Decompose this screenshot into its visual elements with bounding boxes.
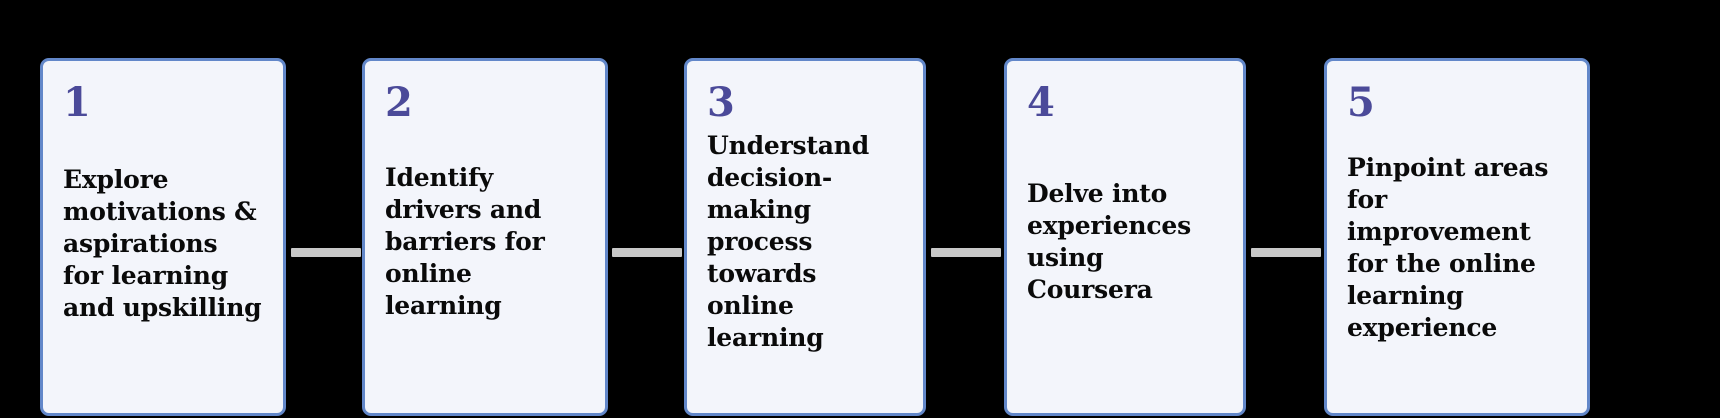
step-text-5: Pinpoint areas for improvement for the o…: [1347, 153, 1549, 342]
step-number-1: 1: [63, 79, 91, 126]
step-number-5: 5: [1347, 79, 1375, 126]
step-body-5: Pinpoint areas for improvement for the o…: [1347, 123, 1567, 393]
step-number-3: 3: [707, 79, 735, 126]
connector-2-3-icon: [612, 248, 682, 257]
connector-3-4-icon: [931, 248, 1001, 257]
step-body-4: Delve into experiences using Coursera: [1027, 123, 1223, 393]
step-card-4[interactable]: 4 Delve into experiences using Coursera: [1004, 58, 1246, 416]
step-body-2: Identify drivers and barriers for online…: [385, 123, 585, 393]
step-body-3: Understand decision-making process towar…: [707, 123, 903, 393]
step-number-2: 2: [385, 79, 413, 126]
step-text-1: Explore motivations & aspirations for le…: [63, 165, 262, 322]
connector-1-2-icon: [291, 248, 361, 257]
step-body-1: Explore motivations & aspirations for le…: [63, 123, 263, 393]
step-text-2: Identify drivers and barriers for online…: [385, 163, 545, 320]
step-text-4: Delve into experiences using Coursera: [1027, 179, 1191, 304]
step-card-2[interactable]: 2 Identify drivers and barriers for onli…: [362, 58, 608, 416]
step-card-3[interactable]: 3 Understand decision-making process tow…: [684, 58, 926, 416]
step-card-1[interactable]: 1 Explore motivations & aspirations for …: [40, 58, 286, 416]
step-card-5[interactable]: 5 Pinpoint areas for improvement for the…: [1324, 58, 1590, 416]
step-text-3: Understand decision-making process towar…: [707, 131, 870, 352]
step-number-4: 4: [1027, 79, 1055, 126]
connector-4-5-icon: [1251, 248, 1321, 257]
